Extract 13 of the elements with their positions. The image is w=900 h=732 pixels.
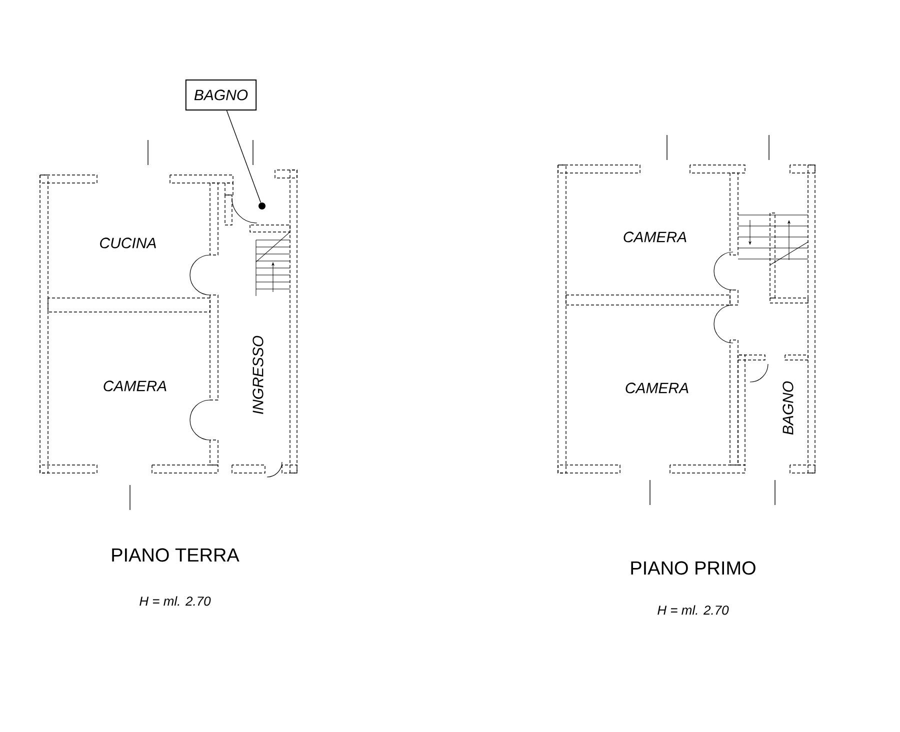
room-label: CUCINA [100,238,156,248]
fixture-dot [258,202,266,210]
room-label: CAMERA [624,232,686,242]
height-note: H = ml. 2.70 [140,596,211,606]
room-label: CAMERA [626,382,688,394]
height-note: H = ml. 2.70 [658,605,729,615]
room-label: CAMERA [104,380,166,392]
room-label: INGRESSO [252,336,264,414]
floor-title: PIANO PRIMO [631,561,756,575]
leader-line [226,110,262,203]
room-label: BAGNO [782,381,794,435]
label-box: BAGNO [185,80,257,110]
floor-title: PIANO TERRA [112,548,240,562]
